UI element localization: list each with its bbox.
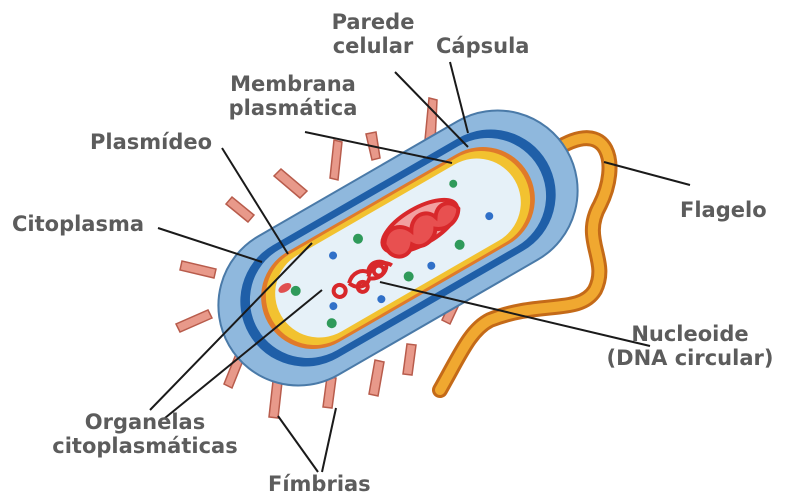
cell-body bbox=[189, 81, 607, 415]
fimbria bbox=[403, 344, 416, 375]
leader-line-fimbrias-2 bbox=[322, 408, 336, 472]
label-membrana-line1: Membrana bbox=[218, 72, 368, 96]
fimbria bbox=[274, 169, 307, 198]
label-organelas-citoplasmaticas: Organelas citoplasmáticas bbox=[40, 410, 250, 458]
fimbria bbox=[226, 197, 254, 222]
fimbria bbox=[176, 310, 212, 332]
fimbria bbox=[330, 140, 342, 180]
label-fimbrias: Fímbrias bbox=[268, 472, 371, 496]
fimbria bbox=[269, 381, 282, 418]
label-organelas-line2: citoplasmáticas bbox=[40, 434, 250, 458]
label-plasmideo: Plasmídeo bbox=[90, 130, 212, 154]
label-organelas-line1: Organelas bbox=[40, 410, 250, 434]
leader-line-fimbrias-1 bbox=[278, 416, 318, 472]
label-parede-line2: celular bbox=[318, 34, 428, 58]
label-parede-line1: Parede bbox=[318, 10, 428, 34]
label-nucleoide-line2: (DNA circular) bbox=[600, 346, 780, 370]
label-nucleoide-line1: Nucleoide bbox=[600, 322, 780, 346]
fimbria bbox=[369, 360, 384, 396]
fimbria bbox=[180, 261, 216, 278]
label-citoplasma: Citoplasma bbox=[12, 212, 144, 236]
label-parede-celular: Parede celular bbox=[318, 10, 428, 58]
label-nucleoide: Nucleoide (DNA circular) bbox=[600, 322, 780, 370]
label-membrana-plasmatica: Membrana plasmática bbox=[218, 72, 368, 120]
label-membrana-line2: plasmática bbox=[218, 96, 368, 120]
label-flagelo: Flagelo bbox=[680, 198, 767, 222]
label-capsula: Cápsula bbox=[436, 34, 529, 58]
